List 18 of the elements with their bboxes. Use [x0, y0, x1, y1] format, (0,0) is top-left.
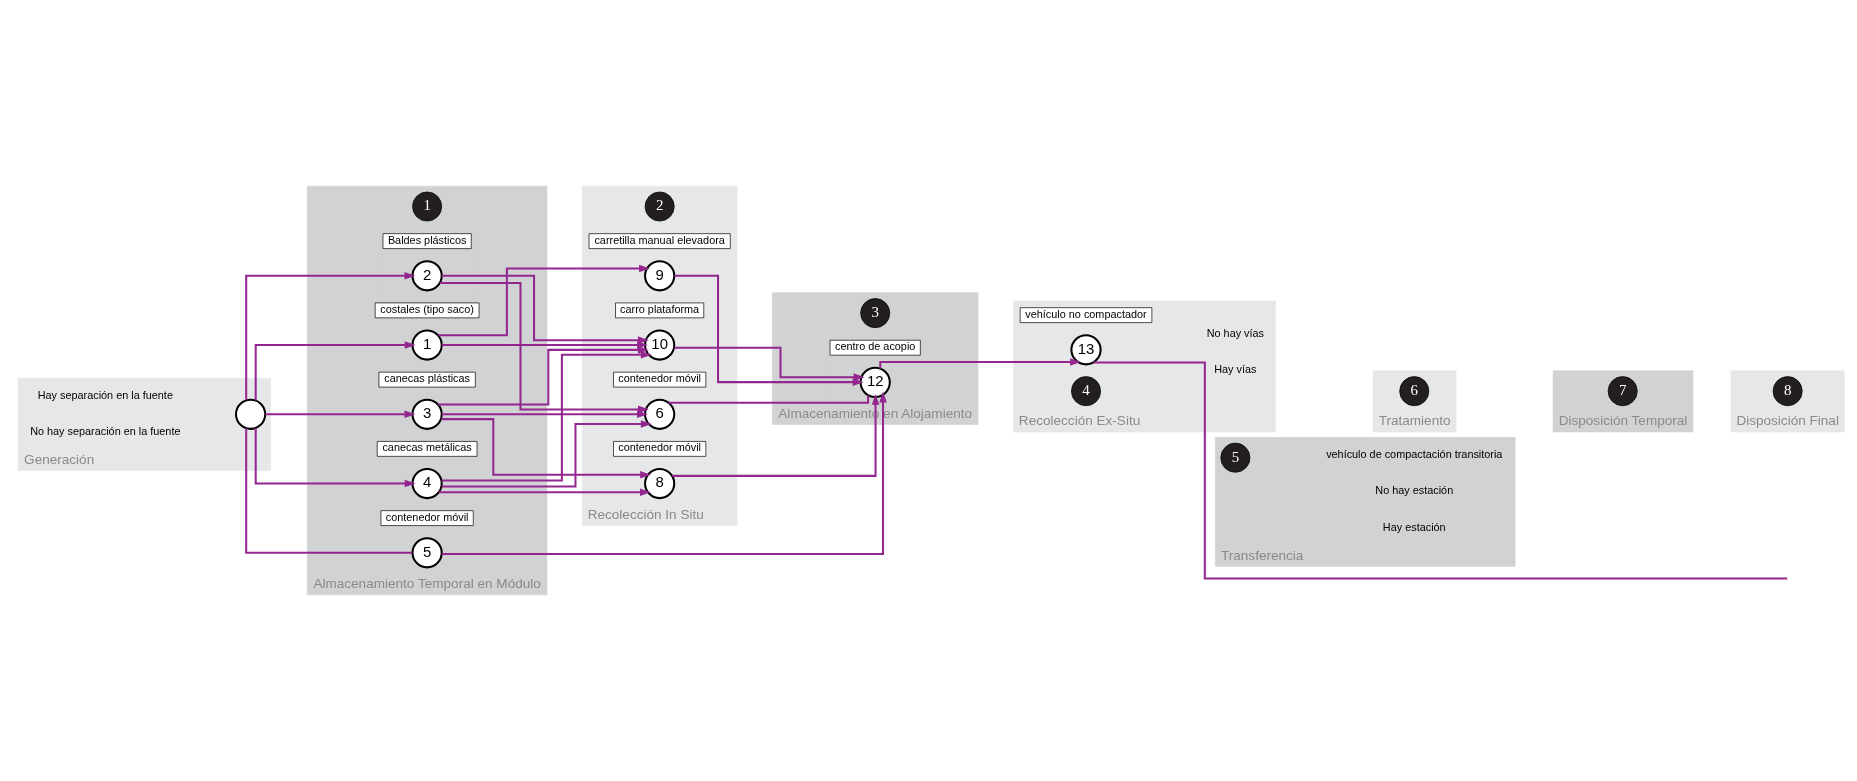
node-label: Baldes plásticos	[387, 233, 467, 246]
label: No hay estación	[1375, 484, 1454, 497]
node-label: canecas plásticas	[384, 372, 470, 385]
label: No hay vías	[1206, 326, 1265, 339]
node-label: centro de acopio	[835, 340, 916, 353]
label: vehículo de compactación transitoria	[1326, 447, 1503, 460]
label: Hay vías	[1214, 363, 1257, 376]
label: Hay separación en la fuente	[37, 388, 173, 401]
node-label: costales (tipo saco)	[380, 302, 474, 315]
node-label: contenedor móvil	[385, 510, 469, 523]
node-label: vehículo no compactador	[1025, 307, 1147, 320]
label: No hay separación en la fuente	[30, 425, 181, 438]
node-label: carro plataforma	[620, 302, 700, 315]
node-label: contenedor móvil	[618, 441, 701, 454]
label: Hay estación	[1382, 520, 1446, 533]
node-label: contenedor móvil	[618, 372, 701, 385]
node-label: canecas metálicas	[382, 441, 472, 454]
node-label: carretilla manual elevadora	[594, 233, 725, 246]
